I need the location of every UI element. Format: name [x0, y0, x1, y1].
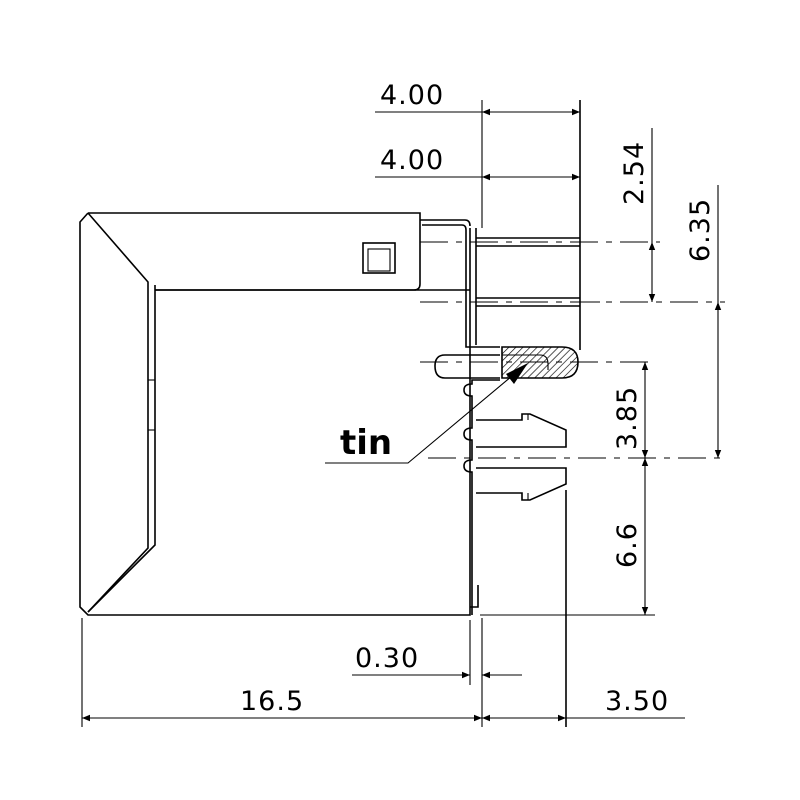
dim-top-width-1: 4.00	[380, 80, 444, 111]
dim-body-length: 16.5	[240, 686, 304, 717]
dim-tail-length: 3.50	[605, 686, 669, 717]
upper-pins	[475, 100, 581, 350]
extension-lines	[81, 100, 655, 727]
dim-pitch-a: 2.54	[619, 141, 650, 205]
dim-bottom-height: 6.6	[612, 522, 643, 568]
latch-section	[463, 379, 567, 727]
tin-callout-leader	[325, 363, 528, 464]
dim-pin-offset: 3.85	[612, 386, 643, 450]
marker-square	[362, 242, 396, 274]
tin-callout-label: tin	[340, 423, 392, 463]
dim-gap: 0.30	[355, 643, 419, 674]
center-lines	[420, 241, 725, 459]
connector-body	[79, 212, 500, 616]
dim-top-width-2: 4.00	[380, 145, 444, 176]
dimension-lines	[82, 108, 722, 722]
dim-pitch-b: 6.35	[685, 198, 716, 262]
